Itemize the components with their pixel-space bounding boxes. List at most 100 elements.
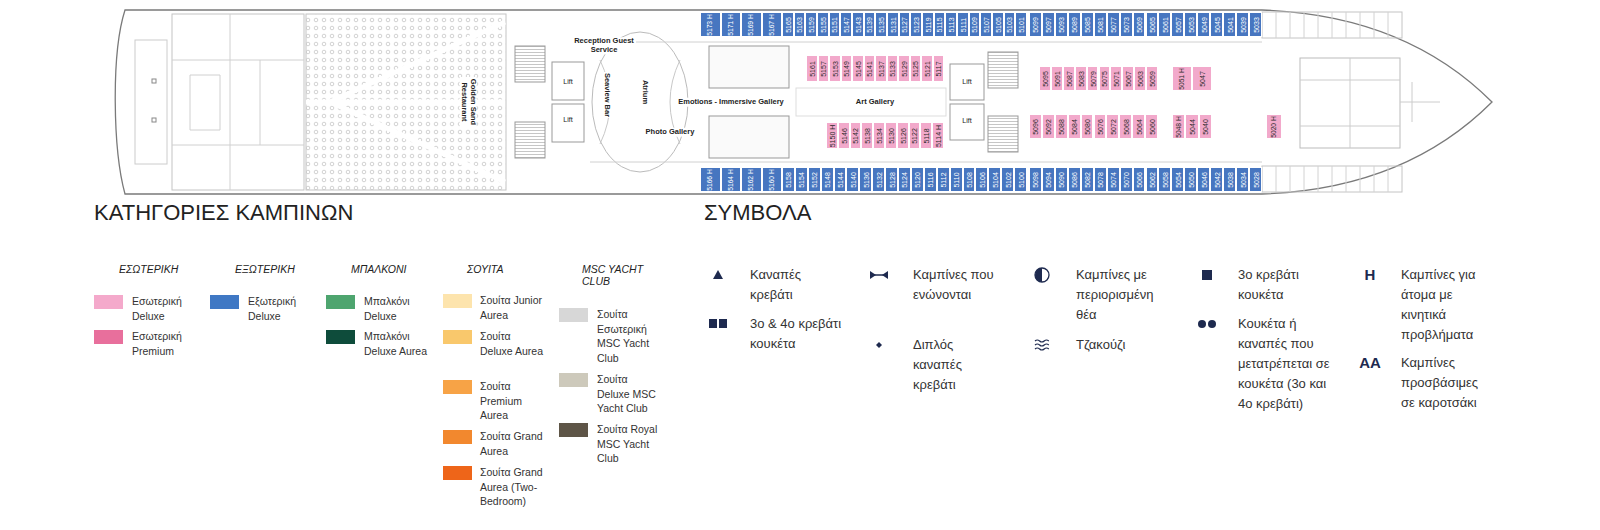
- cabin: 5113: [945, 12, 957, 37]
- cabin-number: 5093: [1058, 17, 1065, 33]
- cabin: 5161: [806, 55, 818, 82]
- cabin: 5089: [1068, 12, 1081, 37]
- cabin: 5065: [1146, 12, 1159, 37]
- cabin: 5101: [1015, 12, 1027, 37]
- stern-area: [135, 40, 167, 164]
- cabin: 5038: [1223, 167, 1236, 192]
- room-label: Photo Gallery: [645, 128, 696, 137]
- cabin-number: 5173 H: [707, 14, 714, 36]
- cabin: 5049: [1197, 12, 1210, 37]
- corridor-line: [590, 42, 1262, 162]
- cabin: 5134: [873, 122, 885, 149]
- cabin-number: 5034: [1239, 172, 1246, 188]
- legend-swatch: [443, 330, 472, 344]
- cabin: 5123: [910, 12, 922, 37]
- cabin: 5167 H: [762, 12, 783, 37]
- cabin-number: 5096: [1032, 119, 1039, 135]
- symbol-mark: [709, 319, 717, 328]
- cabin: 5150 H: [826, 122, 838, 149]
- cabin: 5068: [1119, 114, 1132, 139]
- cabin-number: 5087: [1065, 71, 1072, 87]
- legend-text: Τζακούζι: [1076, 335, 1168, 355]
- legend-swatch: [559, 373, 588, 387]
- cabin: 5093: [1055, 12, 1068, 37]
- cabin: 5071: [1110, 66, 1122, 91]
- cabin: 5076: [1094, 114, 1107, 139]
- cabin: 5135: [875, 12, 887, 37]
- cabin: 5059: [1146, 66, 1158, 91]
- cabin-number: 5063: [1137, 71, 1144, 87]
- cabin-number: 5038: [1226, 172, 1233, 188]
- symbol-mark: [1208, 320, 1216, 328]
- cabin: 5063: [1134, 66, 1146, 91]
- cabin-number: 5158: [785, 172, 792, 188]
- cabin: 5020 H: [1266, 114, 1282, 139]
- cabin-number: 5048 H: [1175, 116, 1182, 138]
- cabin-number: 5033: [1252, 17, 1259, 33]
- legend-text: Καναπές κρεβάτι: [750, 265, 842, 305]
- cabin: 5147: [840, 12, 852, 37]
- cabin-number: 5169 H: [748, 14, 755, 36]
- legend-swatch: [443, 466, 472, 480]
- cabin-number: 5094: [1045, 172, 1052, 188]
- cabin: 5143: [852, 12, 864, 37]
- cabin-number: 5118: [923, 128, 930, 143]
- cabin-number: 5081: [1097, 17, 1104, 33]
- symbol-mark: [1202, 270, 1212, 280]
- cabin-number: 5146: [840, 128, 847, 144]
- cabin-number: 5078: [1097, 172, 1104, 188]
- cabin-number: 5062: [1148, 172, 1155, 188]
- cabin: 5050: [1184, 167, 1197, 192]
- cabin-number: 5067: [1125, 71, 1132, 87]
- cabin: 5131: [887, 12, 899, 37]
- cabin-number: 5061: [1161, 17, 1168, 33]
- category-heading: ΕΞΩΤΕΡΙΚΗ: [235, 263, 295, 275]
- cabin: 5044: [1185, 114, 1198, 139]
- cabin-number: 5049: [1200, 17, 1207, 33]
- cabin-number: 5071: [1113, 71, 1120, 87]
- cabin-number: 5141: [866, 61, 873, 77]
- legend-text: Μπαλκόνι Deluxe Aurea: [364, 329, 430, 358]
- stairs: [515, 122, 545, 158]
- lift-label: Lift: [562, 78, 573, 86]
- cabin: 5051 H: [1172, 66, 1192, 91]
- cabin: 5119: [922, 12, 934, 37]
- cabin-number: 5166 H: [707, 169, 714, 191]
- cabin-number: 5129: [900, 61, 907, 77]
- hull-outline: [115, 10, 1492, 194]
- cabin-number: 5171 H: [727, 14, 734, 36]
- category-heading: ΕΣΩΤΕΡΙΚΗ: [119, 263, 178, 275]
- cabin-number: 5130: [887, 128, 894, 144]
- cabin-number: 5084: [1071, 119, 1078, 135]
- cabin-number: 5058: [1161, 172, 1168, 188]
- cabin-number: 5090: [1058, 172, 1065, 188]
- cabin-number: 5157: [820, 61, 827, 77]
- cabin-number: 5160 H: [768, 169, 775, 191]
- cabin: 5151: [829, 12, 841, 37]
- cabin: 5086: [1068, 167, 1081, 192]
- cabin-number: 5042: [1213, 172, 1220, 188]
- stairs: [515, 46, 545, 82]
- cabin: 5104: [988, 167, 1001, 192]
- cabin: 5146: [838, 122, 850, 149]
- cabin-number: 5088: [1058, 119, 1065, 135]
- cabin-number: 5097: [1045, 17, 1052, 33]
- cabin: 5159: [805, 12, 817, 37]
- cabin: 5067: [1122, 66, 1134, 91]
- room-label: Emotions - Immersive Gallery: [677, 98, 784, 107]
- cabin-number: 5122: [911, 128, 918, 144]
- room-label: Atrium: [641, 79, 650, 105]
- cabin-number: 5151: [831, 17, 838, 33]
- cabin: 5158: [782, 167, 795, 192]
- cabin-number: 5053: [1187, 17, 1194, 33]
- cabin: 5090: [1055, 167, 1068, 192]
- cabin-number: 5046: [1200, 172, 1207, 188]
- cabin-number: 5144: [837, 172, 844, 188]
- cabin: 5062: [1146, 167, 1159, 192]
- cabin: 5080: [1081, 114, 1094, 139]
- cabin-number: 5121: [923, 61, 930, 77]
- lift-shaft: [552, 62, 584, 100]
- cabin-number: 5167 H: [768, 14, 775, 36]
- aft-walls: [172, 14, 304, 190]
- legend-text: Εσωτερική Premium: [132, 329, 198, 358]
